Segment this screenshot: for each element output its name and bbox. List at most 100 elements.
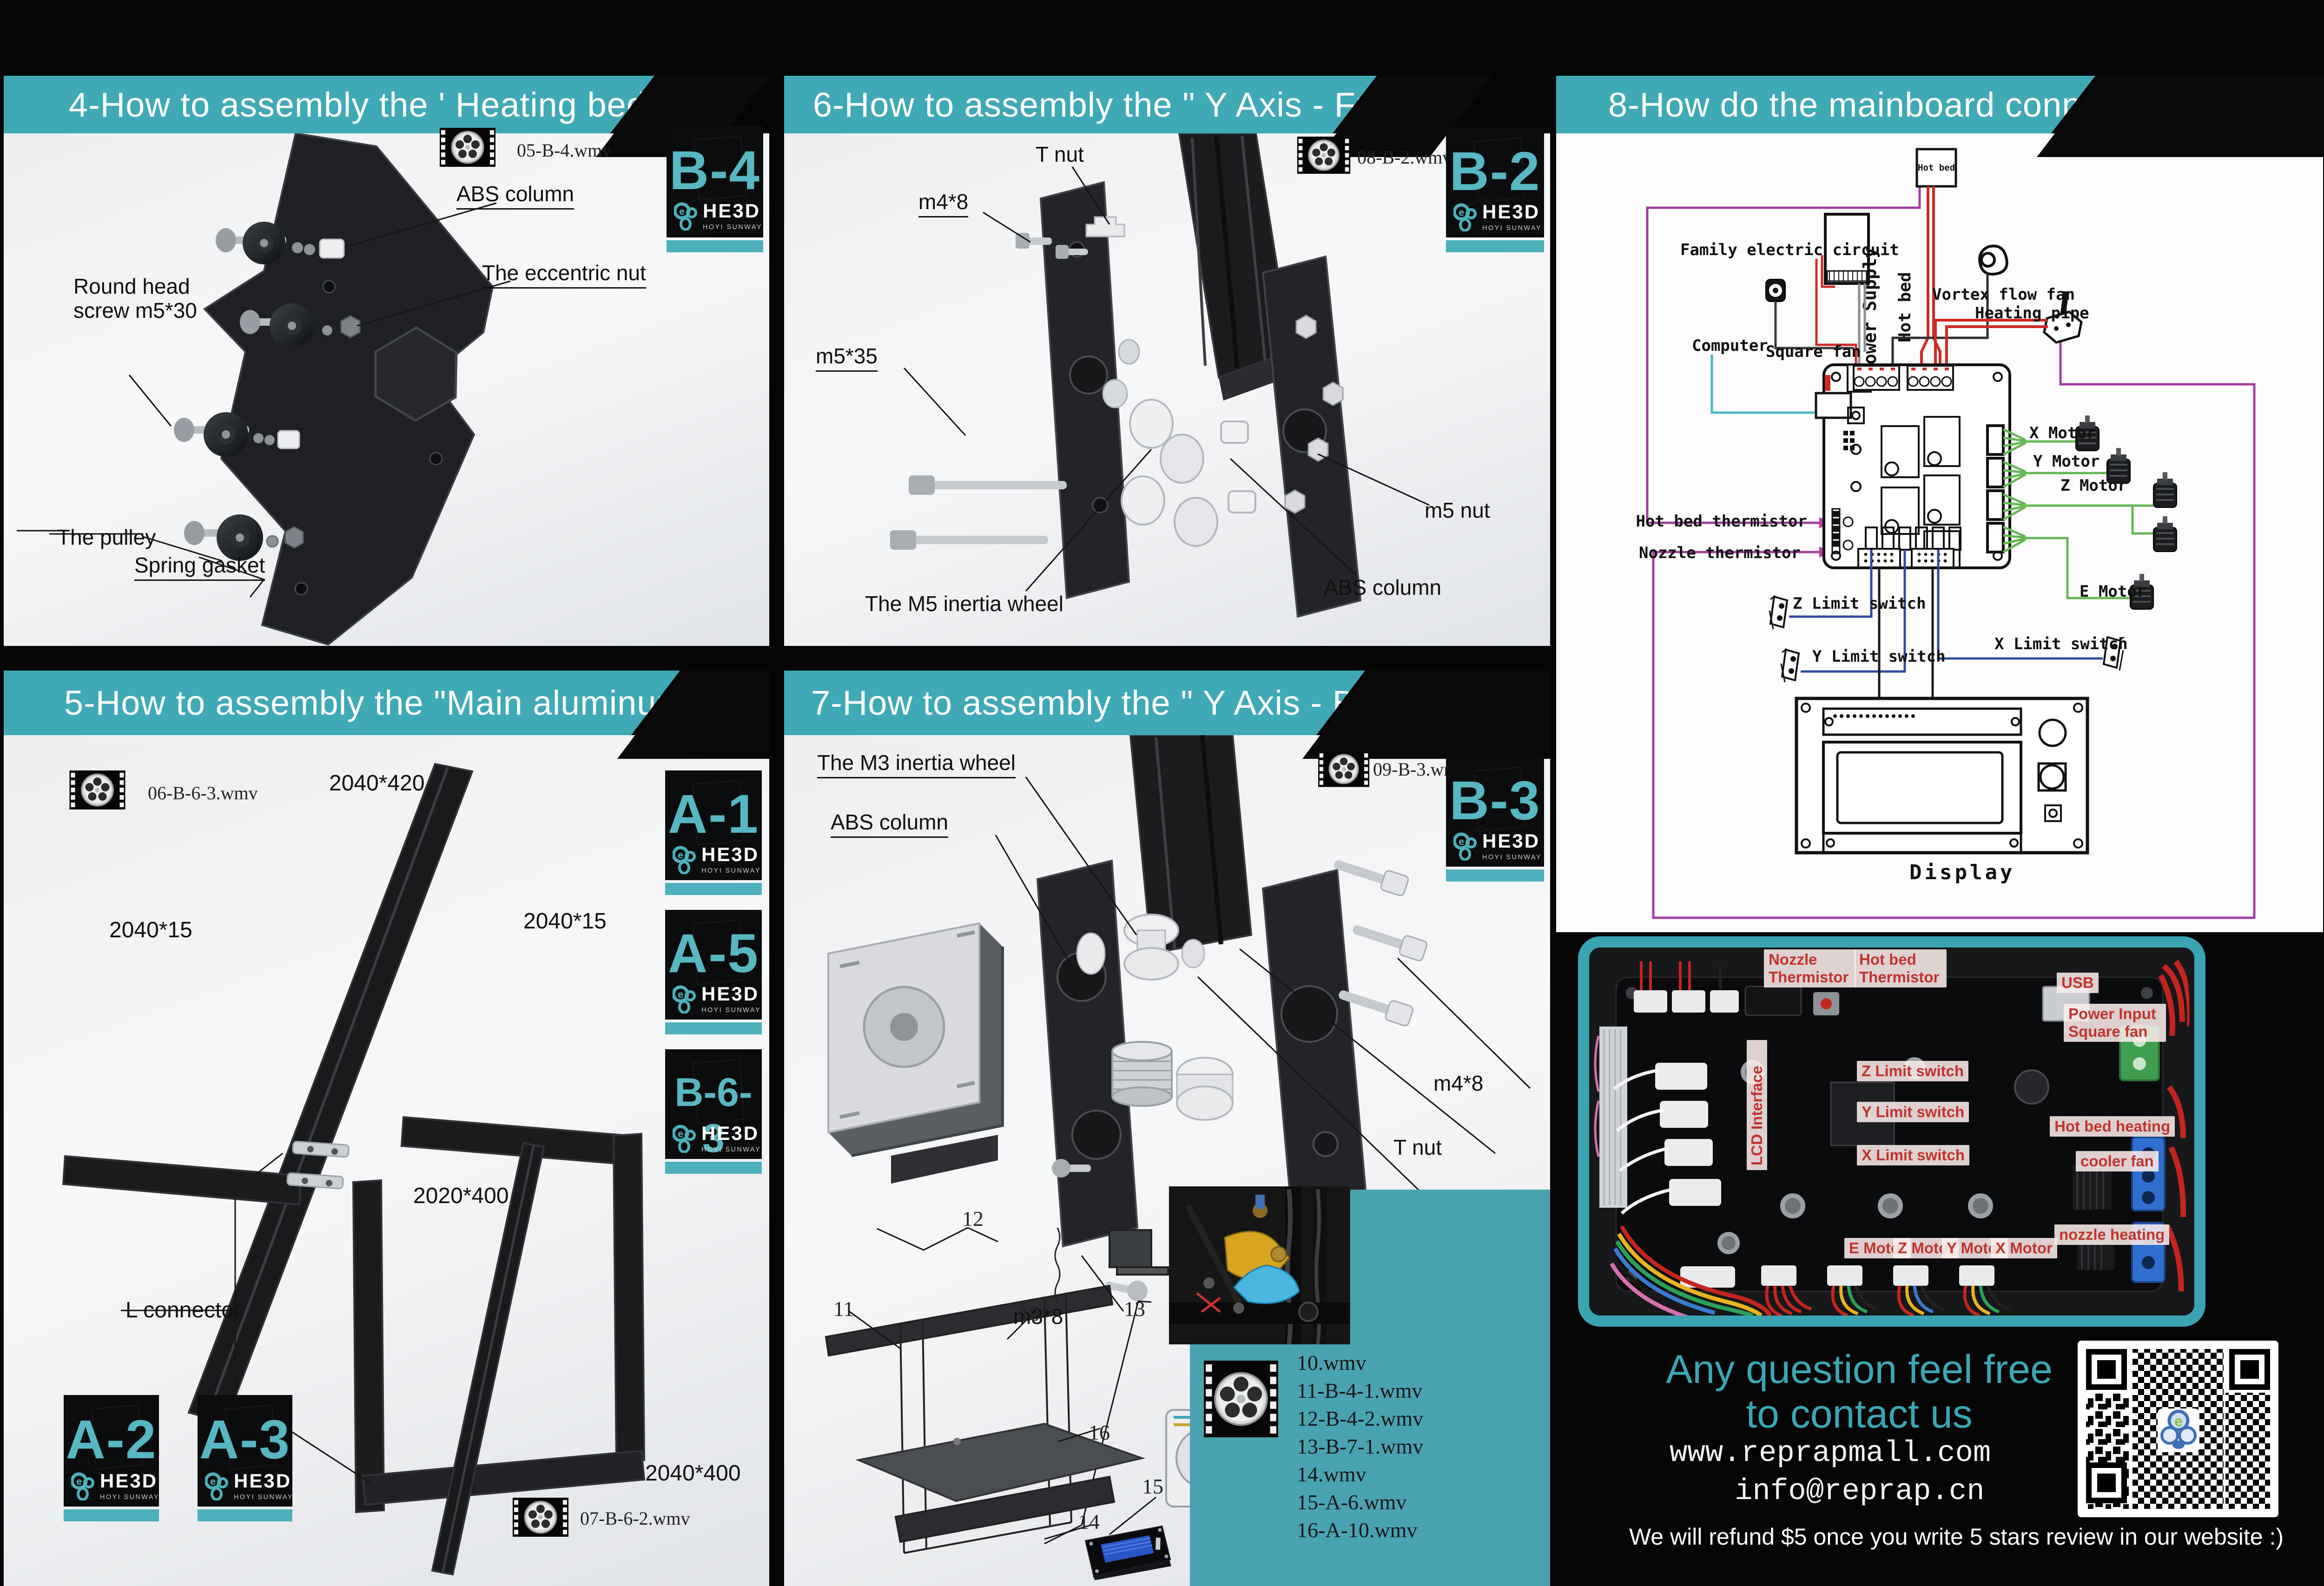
photo-label-hotbed-thermistor: Hot bed Thermistor — [1855, 949, 1947, 987]
svg-text:e: e — [678, 849, 683, 861]
display-wires — [1878, 567, 1934, 698]
video-file-p4: 05-B-4.wmv — [517, 140, 612, 161]
beam — [1129, 735, 1253, 955]
contact-url[interactable]: www.reprapmall.com — [1670, 1437, 1991, 1470]
motor-icons — [2075, 415, 2177, 610]
film-reel-icon-list — [1204, 1361, 1278, 1437]
contact-email[interactable]: info@reprap.cn — [1735, 1475, 1985, 1508]
label-abs-column: ABS column — [456, 182, 574, 210]
display-drawing — [1795, 697, 2089, 855]
left-plate — [1039, 181, 1130, 599]
video-item: 16-A-10.wmv — [1297, 1518, 1418, 1542]
t-nut-and-m4-screws — [1016, 216, 1125, 259]
computer-wire — [1710, 355, 1816, 414]
badge-code: B-4 — [669, 140, 761, 201]
yaxis-back-drawing — [825, 735, 1531, 1554]
panel-yaxis-front-bg — [784, 133, 1550, 646]
hot-bed-box-label: Hot bed — [1918, 163, 1955, 173]
label-round-head-screw: Round head screw m5*30 — [73, 274, 197, 322]
label-dim-420: 2040*420 — [329, 771, 425, 796]
label-t-nut-back: T nut — [1393, 1135, 1442, 1159]
svg-text:e: e — [76, 1476, 82, 1487]
label-abs-column-back: ABS column — [831, 810, 949, 838]
film-reel-icon-p7 — [1318, 751, 1369, 787]
photo-label-z-limit: Z Limit switch — [1857, 1061, 1969, 1081]
video-item: 11-B-4-1.wmv — [1297, 1379, 1423, 1402]
y-limit-label: Y Limit switch — [1812, 647, 1946, 666]
contact-line1: Any question feel free — [1666, 1347, 2053, 1392]
board-outline — [1815, 363, 2011, 569]
brand-company: HOYI SUNWAY LIMITED — [234, 1494, 292, 1501]
psu-wires — [1815, 255, 1866, 365]
fig-num-12: 12 — [962, 1207, 984, 1231]
motor-wires — [2002, 428, 2153, 599]
header7: 7-How to assembly the " Y Axis - Back " — [784, 671, 1365, 735]
label-eccentric-nut: The eccentric nut — [482, 261, 646, 289]
frame-drawing — [62, 763, 646, 1576]
photo-label-power-input: Power Input Square fan — [2064, 1004, 2166, 1042]
video-file-p6: 08-B-2.wmv — [1357, 147, 1452, 168]
brand-name: HE3D — [701, 843, 759, 865]
badge-code: A-3 — [199, 1409, 291, 1470]
extruder-photo — [1169, 1186, 1350, 1344]
brand-company: HOYI SUNWAY LIMITED — [100, 1494, 159, 1501]
power-supply: Power Supply — [1824, 213, 1880, 375]
photo-label-x-motor: X Motor — [1991, 1238, 2057, 1258]
limit-switch-icons — [1769, 595, 2125, 683]
leader-lines — [17, 202, 511, 598]
brand-company: HOYI SUNWAY LIMITED — [701, 867, 762, 875]
label-l-connector: L connector — [125, 1298, 242, 1323]
brand-name: HE3D — [1482, 201, 1540, 223]
label-t-nut: T nut — [1036, 142, 1084, 166]
x-limit-label: X Limit switch — [1994, 635, 2128, 653]
endstop-connectors — [1613, 1063, 1721, 1215]
label-abs-column-front: ABS column — [1324, 575, 1442, 599]
qr-code: e — [2078, 1341, 2278, 1517]
brand-company: HOYI SUNWAY LIMITED — [701, 1007, 762, 1014]
photo-label-nozzle-thermistor: Nozzle Thermistor — [1764, 949, 1856, 987]
header6-title: 6-How to assembly the " Y Axis - Front " — [813, 85, 1440, 124]
film-reel-icon-p6 — [1297, 137, 1351, 174]
number-leaders — [849, 1227, 1156, 1540]
photo-label-lcd-interface: LCD Interface — [1747, 1040, 1767, 1170]
vortex-fan-wire — [1891, 273, 1989, 365]
display-label: Display — [1909, 861, 2015, 884]
header4-title: 4-How to assembly the ' Heating bed ' — [69, 85, 663, 124]
hot-bed-box: Hot bed — [1915, 148, 1957, 188]
video-item: 15-A-6.wmv — [1297, 1490, 1407, 1514]
fig-num-11: 11 — [833, 1297, 854, 1321]
svg-text:e: e — [1459, 836, 1464, 847]
e-motor-label: E Motor — [2080, 582, 2146, 601]
badge-code: B-6-3 — [674, 1070, 753, 1159]
photo-label-hotbed-heating: Hot bed heating — [2050, 1116, 2175, 1137]
inductor — [2014, 1069, 2049, 1105]
heating-bed-drawing — [17, 133, 511, 646]
motor-wire-bundles — [1765, 1285, 2010, 1316]
limit-switch-wires — [1789, 550, 2103, 673]
brand-name: HE3D — [701, 983, 759, 1005]
refund-note: We will refund $5 once you write 5 stars… — [1629, 1524, 2284, 1550]
badge-code: A-5 — [667, 923, 759, 984]
brand-company: HOYI SUNWAY LIMITED — [1482, 224, 1544, 232]
svg-text:e: e — [679, 206, 685, 217]
label-m5-nut: m5 nut — [1425, 498, 1490, 522]
badge-b4: B-4 e HE3D HOYI SUNWAY LIMITED — [667, 126, 763, 252]
contact-line2: to contact us — [1746, 1392, 1973, 1436]
yaxis-front-drawing — [890, 133, 1430, 618]
svg-text:e: e — [678, 989, 683, 1000]
hot-bed-wire-label: Hot bed — [1895, 272, 1915, 342]
badge-code: A-2 — [66, 1409, 157, 1470]
power-wires — [2158, 960, 2194, 1292]
header8-title: 8-How do the mainboard connection — [1608, 85, 2176, 124]
svg-text:e: e — [1459, 207, 1464, 218]
mainboard-wiring-diagram: Hot bed Hot bed Power Supply — [1636, 148, 2256, 919]
header5-title: 5-How to assembly the "Main aluminum fra… — [64, 684, 809, 722]
video-item: 10.wmv — [1297, 1351, 1367, 1375]
video-list: 10.wmv 11-B-4-1.wmv 12-B-4-2.wmv 13-B-7-… — [1297, 1350, 1423, 1546]
hotbed-thermistor-label: Hot bed thermistor — [1636, 512, 1807, 531]
